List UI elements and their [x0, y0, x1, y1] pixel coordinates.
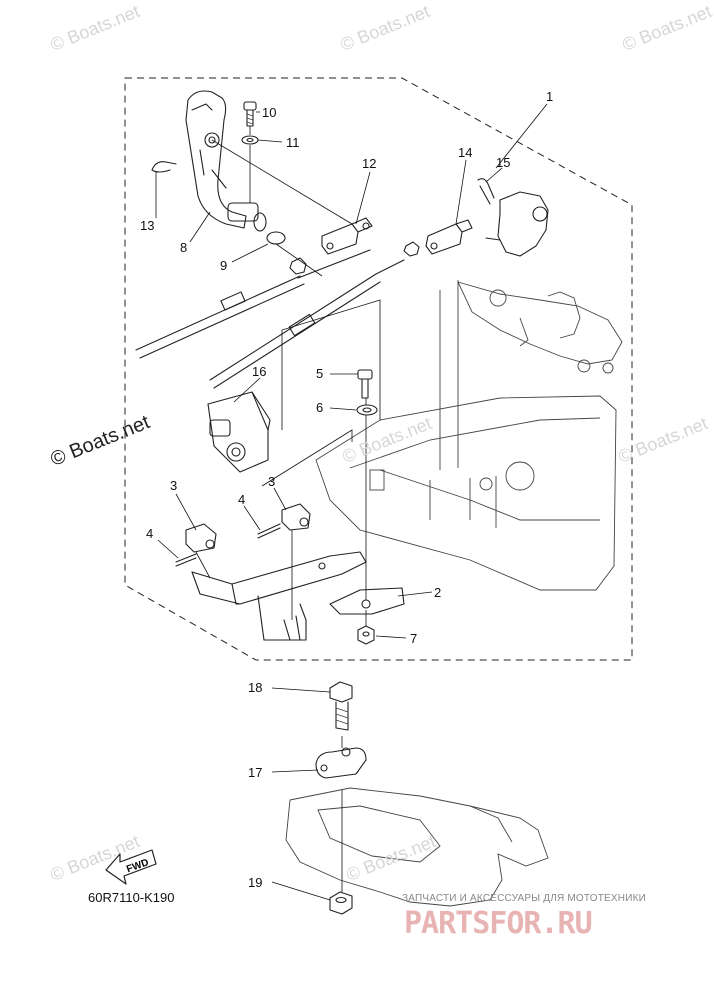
callout-leaders	[155, 103, 548, 901]
part-8-lever-housing	[185, 90, 267, 232]
callout-5: 5	[316, 366, 323, 381]
part-11-washer	[241, 135, 259, 145]
shop-tagline: ЗАПЧАСТИ И АКСЕССУАРЫ ДЛЯ МОТОТЕХНИКИ	[402, 893, 647, 904]
part-3-clamp-left	[185, 523, 217, 553]
part-4-pin-left	[175, 553, 197, 567]
callout-16: 16	[252, 364, 266, 379]
part-9-o-ring	[266, 231, 286, 245]
shift-cable	[209, 259, 405, 389]
shift-mechanism	[457, 281, 623, 374]
part-14-cable-joint	[425, 219, 473, 255]
callout-14: 14	[458, 145, 472, 160]
part-6-washer	[356, 404, 378, 416]
assembly-boundary	[124, 77, 633, 661]
part-10-bolt	[243, 101, 257, 127]
part-2-cable-bracket	[191, 551, 405, 641]
callout-19: 19	[248, 875, 262, 890]
part-7-nut	[357, 625, 375, 645]
callout-2: 2	[434, 585, 441, 600]
part-15-pin	[477, 178, 495, 205]
part-17-plate	[315, 747, 367, 779]
callout-3-left: 3	[170, 478, 177, 493]
callout-1: 1	[546, 89, 553, 104]
part-5-bolt	[357, 369, 373, 399]
part-4-pin-right	[257, 523, 281, 539]
throttle-linkage	[485, 191, 549, 257]
callout-10: 10	[262, 105, 276, 120]
callout-4-right: 4	[238, 492, 245, 507]
part-16-grommet	[207, 391, 271, 473]
callout-labels: 1 2 3 3 4 4 5 6 7 8 9 10 11 12 13 14 15 …	[140, 89, 553, 890]
callout-3-right: 3	[268, 474, 275, 489]
part-12-cable-joint	[321, 217, 373, 255]
part-3-clamp-right	[281, 503, 311, 531]
callout-18: 18	[248, 680, 262, 695]
callout-15: 15	[496, 155, 510, 170]
part-13-clip	[151, 161, 177, 173]
bottom-cowling	[315, 280, 617, 591]
callout-6: 6	[316, 400, 323, 415]
callout-12: 12	[362, 156, 376, 171]
shop-logo: PARTSFOR.RU	[404, 906, 593, 941]
fwd-arrow-icon: FWD	[105, 849, 157, 885]
assembly-lines	[195, 126, 381, 626]
callout-9: 9	[220, 258, 227, 273]
callout-4-left: 4	[146, 526, 153, 541]
callout-13: 13	[140, 218, 154, 233]
callout-8: 8	[180, 240, 187, 255]
callout-7: 7	[410, 631, 417, 646]
part-18-bolt	[329, 681, 353, 731]
cable-nut-left	[289, 257, 307, 275]
callout-17: 17	[248, 765, 262, 780]
cable-nut-right	[403, 241, 420, 257]
mounting-bracket	[285, 787, 549, 907]
diagram-code: 60R7110-K190	[88, 890, 175, 905]
callout-11: 11	[286, 135, 300, 150]
part-19-nut	[329, 891, 353, 915]
throttle-cable	[135, 249, 371, 359]
